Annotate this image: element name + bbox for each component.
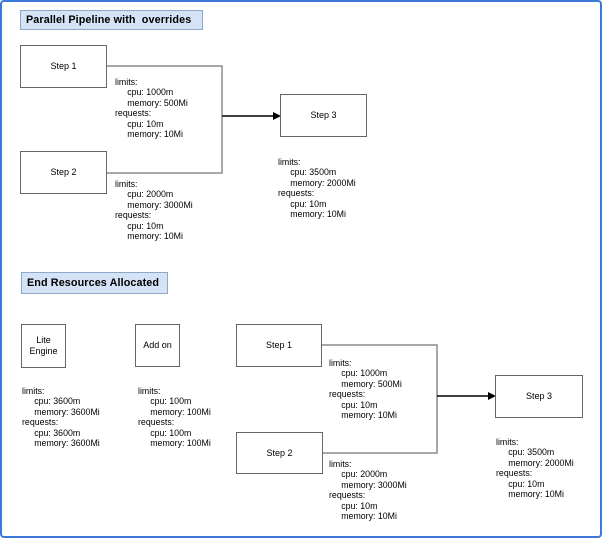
resource-line: cpu: 10m — [329, 500, 378, 511]
resource-line: cpu: 2000m — [115, 189, 174, 200]
resource-line: memory: 3000Mi — [115, 199, 193, 210]
node-add-on: Add on — [135, 324, 180, 367]
resource-line: cpu: 10m — [278, 198, 327, 209]
resource-line: limits: — [115, 77, 138, 87]
resource-line: requests: — [278, 188, 315, 199]
node-lite-engine: Lite Engine — [21, 324, 66, 368]
resource-line: memory: 10Mi — [278, 209, 346, 220]
node-bottom-step1: Step 1 — [236, 324, 322, 367]
resource-line: memory: 10Mi — [115, 129, 183, 140]
node-bottom-step2: Step 2 — [236, 432, 323, 474]
resource-line: memory: 10Mi — [329, 511, 397, 522]
resource-line: cpu: 3500m — [278, 167, 337, 178]
resource-line: requests: — [22, 417, 59, 428]
resource-line: requests: — [115, 210, 152, 221]
resource-line: cpu: 10m — [115, 118, 164, 129]
resource-line: memory: 10Mi — [115, 231, 183, 242]
node-bottom-step3: Step 3 — [495, 375, 583, 418]
resource-line: cpu: 1000m — [329, 368, 388, 379]
resource-line: cpu: 3600m — [22, 427, 81, 438]
resource-line: limits: — [138, 386, 161, 396]
resource-line: requests: — [329, 490, 366, 501]
resource-line: cpu: 10m — [329, 399, 378, 410]
node-top-step1: Step 1 — [20, 45, 107, 88]
resource-line: memory: 100Mi — [138, 438, 211, 449]
resource-line: cpu: 2000m — [329, 469, 388, 480]
resource-line: memory: 3000Mi — [329, 479, 407, 490]
section-title-end-resources: End Resources Allocated — [21, 272, 168, 294]
resource-line: limits: — [22, 386, 45, 396]
resource-line: memory: 10Mi — [329, 410, 397, 421]
resource-line: limits: — [496, 437, 519, 447]
resource-line: memory: 500Mi — [115, 97, 188, 108]
resource-line: requests: — [329, 389, 366, 400]
resource-line: cpu: 3600m — [22, 396, 81, 407]
resource-line: memory: 2000Mi — [496, 457, 574, 468]
resource-line: cpu: 100m — [138, 427, 192, 438]
section-title-parallel-pipeline: Parallel Pipeline with overrides — [20, 10, 203, 30]
resource-line: limits: — [115, 179, 138, 189]
resource-line: limits: — [278, 157, 301, 167]
resource-line: memory: 500Mi — [329, 378, 402, 389]
resource-line: cpu: 100m — [138, 396, 192, 407]
resource-line: memory: 2000Mi — [278, 177, 356, 188]
resource-line: limits: — [329, 459, 352, 469]
resource-line: memory: 10Mi — [496, 489, 564, 500]
resource-line: cpu: 3500m — [496, 447, 555, 458]
resource-line: limits: — [329, 358, 352, 368]
resource-line: cpu: 10m — [496, 478, 545, 489]
resource-line: cpu: 10m — [115, 220, 164, 231]
resource-line: memory: 3600Mi — [22, 406, 100, 417]
resource-line: memory: 100Mi — [138, 406, 211, 417]
resource-line: requests: — [496, 468, 533, 479]
resource-line: requests: — [115, 108, 152, 119]
node-top-step3: Step 3 — [280, 94, 367, 137]
node-top-step2: Step 2 — [20, 151, 107, 194]
resource-line: requests: — [138, 417, 175, 428]
resource-line: cpu: 1000m — [115, 87, 174, 98]
resource-line: memory: 3600Mi — [22, 438, 100, 449]
